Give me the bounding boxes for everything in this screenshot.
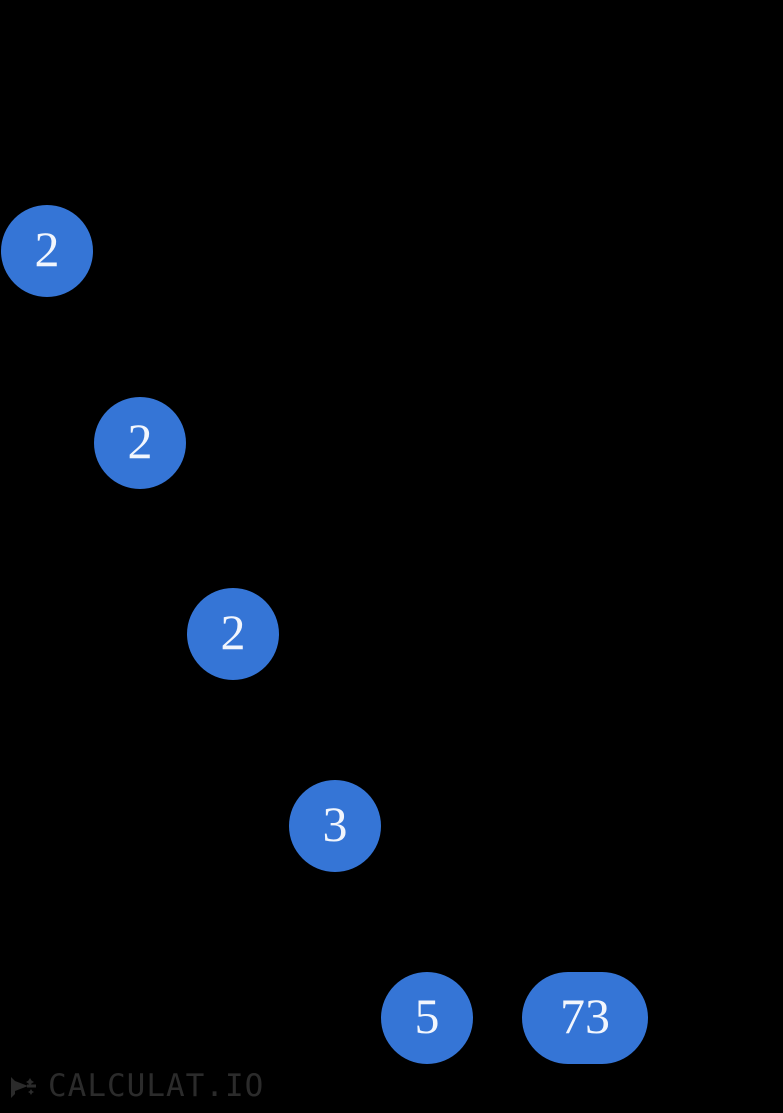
factor-node: 3 xyxy=(289,780,381,872)
factor-node-label: 2 xyxy=(220,604,246,660)
factor-node: 2 xyxy=(187,588,279,680)
rocket-icon xyxy=(6,1070,40,1104)
factor-node: 5 xyxy=(381,972,473,1064)
factor-node-label: 2 xyxy=(127,413,153,469)
watermark: CALCULAT.IO xyxy=(6,1067,264,1107)
factor-node-label: 3 xyxy=(322,796,348,852)
factor-node-label: 2 xyxy=(34,221,60,277)
watermark-text: CALCULAT.IO xyxy=(48,1067,265,1104)
factor-node-label: 5 xyxy=(414,988,440,1044)
factor-node-label: 73 xyxy=(560,988,610,1044)
factor-node: 73 xyxy=(522,972,648,1064)
factor-node: 2 xyxy=(94,397,186,489)
factor-node: 2 xyxy=(1,205,93,297)
